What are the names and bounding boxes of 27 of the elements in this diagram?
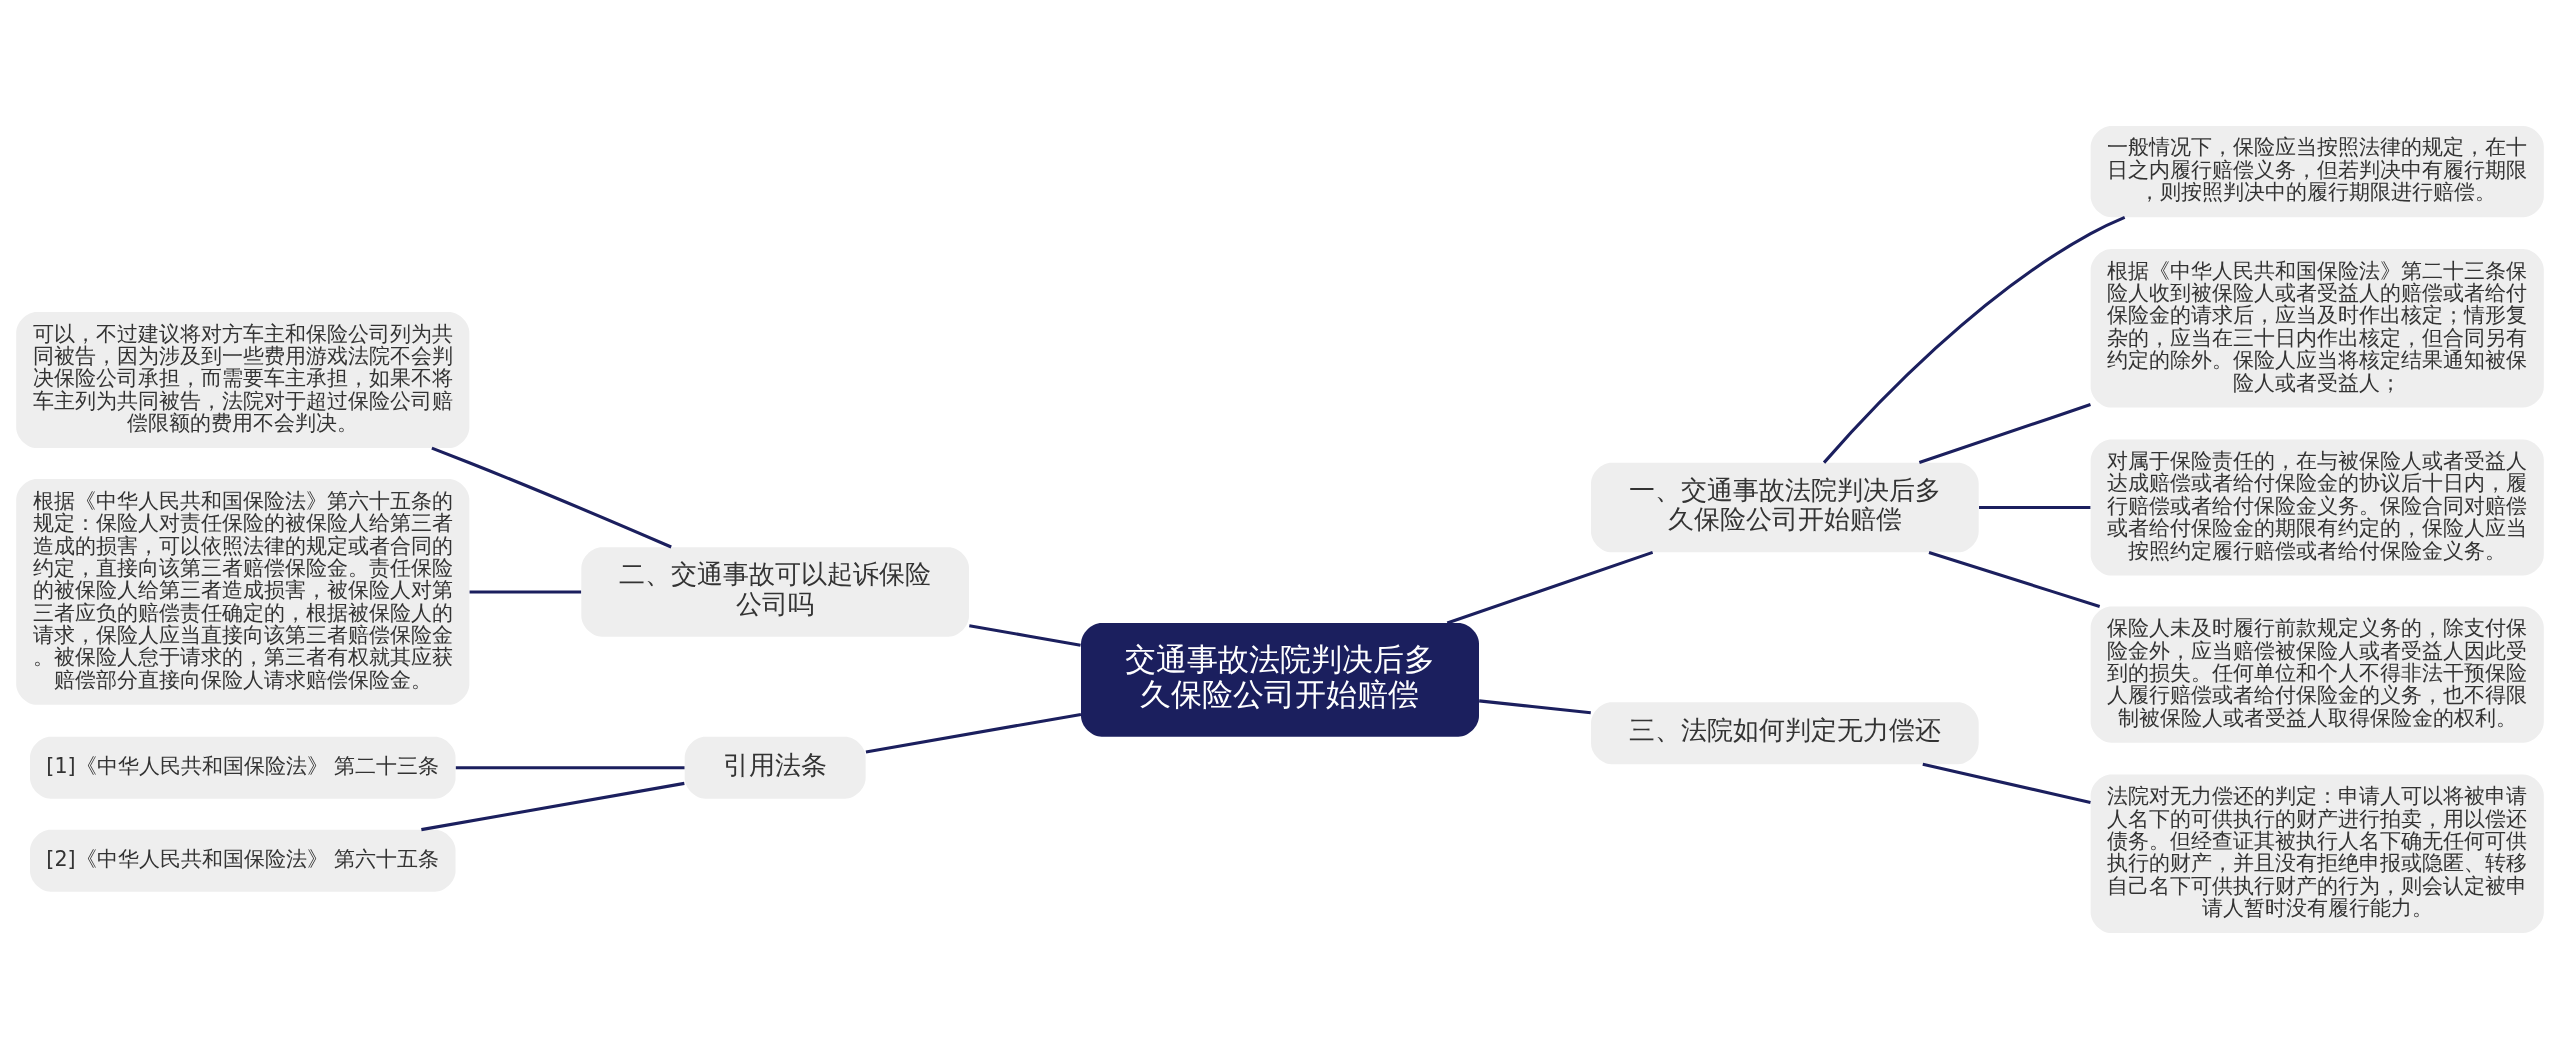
node-box: 对属于保险责任的，在与被保险人或者受益人达成赔偿或者给付保险金的协议后十日内，履行赔偿或者给付保险金义务。保险合同对赔偿或者给付保险金的期限有约定的，保险人应当按照约定履行赔偿或者给付保险金义务。 [2090, 439, 2544, 576]
connector [431, 446, 672, 549]
connector [469, 590, 582, 594]
connector [865, 712, 1082, 754]
node-box: 交通事故法院判决后多久保险公司开始赔偿 [1081, 622, 1479, 737]
node-box: 法院对无力偿还的判定：申请人可以将被申请人名下的可供执行的财产进行拍卖，用以偿还债务。但经查证其被执行人名下确无任何可供执行的财产，并且没有拒绝申报或隐匿、转移自己名下可供执行财产的行为，则会认定被申请人暂时没有履行能力。 [2090, 774, 2544, 934]
connector [1446, 550, 1654, 625]
connector [969, 624, 1081, 647]
connector [1928, 551, 2101, 608]
node-box: 保险人未及时履行前款规定义务的，除支付保险金外，应当赔偿被保险人或者受益人因此受到的损失。任何单位和个人不得非法干预保险人履行赔偿或者给付保险金的义务，也不得限制被保险人或者受益人取得保险金的权利。 [2090, 606, 2544, 743]
node-box: 根据《中华人民共和国保险法》第二十三条保险人收到被保险人或者受益人的赔偿或者给付保险金的请求后，应当及时作出核定；情形复杂的，应当在三十日内作出核定，但合同另有约定的除外。保险人应当将核定结果通知被保险人或者受益人； [2090, 249, 2544, 408]
node-box: [1]《中华人民共和国保险法》 第二十三条 [30, 736, 456, 799]
node-box: 根据《中华人民共和国保险法》第六十五条的规定：保险人对责任保险的被保险人给第三者造成的损害，可以依照法律的规定或者合同的约定，直接向该第三者赔偿保险金。责任保险的被保险人给第三者造成损害，被保险人对第三者应负的赔偿责任确定的，根据被保险人的请求，保险人应当直接向该第三者赔偿保险金。被保险人怠于请求的，第三者有权就其应获赔偿部分直接向保险人请求赔偿保险金。 [16, 479, 470, 705]
connector [1922, 762, 2091, 805]
node-box: 可以，不过建议将对方车主和保险公司列为共同被告，因为涉及到一些费用游戏法院不会判决保险公司承担，而需要车主承担，如果不将车主列为共同被告，法院对于超过保险公司赔偿限额的费用不会判决。 [16, 311, 470, 449]
node-box: 一般情况下，保险应当按照法律的规定，在十日之内履行赔偿义务，但若判决中有履行期限，则按照判决中的履行期限进行赔偿。 [2090, 125, 2544, 218]
connector [1918, 403, 2091, 464]
node-box: 三、法院如何判定无力偿还 [1591, 702, 1979, 765]
node-box: 二、交通事故可以起诉保险公司吗 [581, 547, 969, 637]
connector [421, 781, 685, 832]
node-box: 引用法条 [684, 736, 866, 799]
node-box: [2]《中华人民共和国保险法》 第六十五条 [30, 829, 456, 892]
connector [455, 766, 685, 770]
connector [1979, 505, 2091, 510]
connector [1479, 699, 1591, 715]
connector [1822, 215, 2126, 464]
node-box: 一、交通事故法院判决后多久保险公司开始赔偿 [1591, 462, 1979, 553]
